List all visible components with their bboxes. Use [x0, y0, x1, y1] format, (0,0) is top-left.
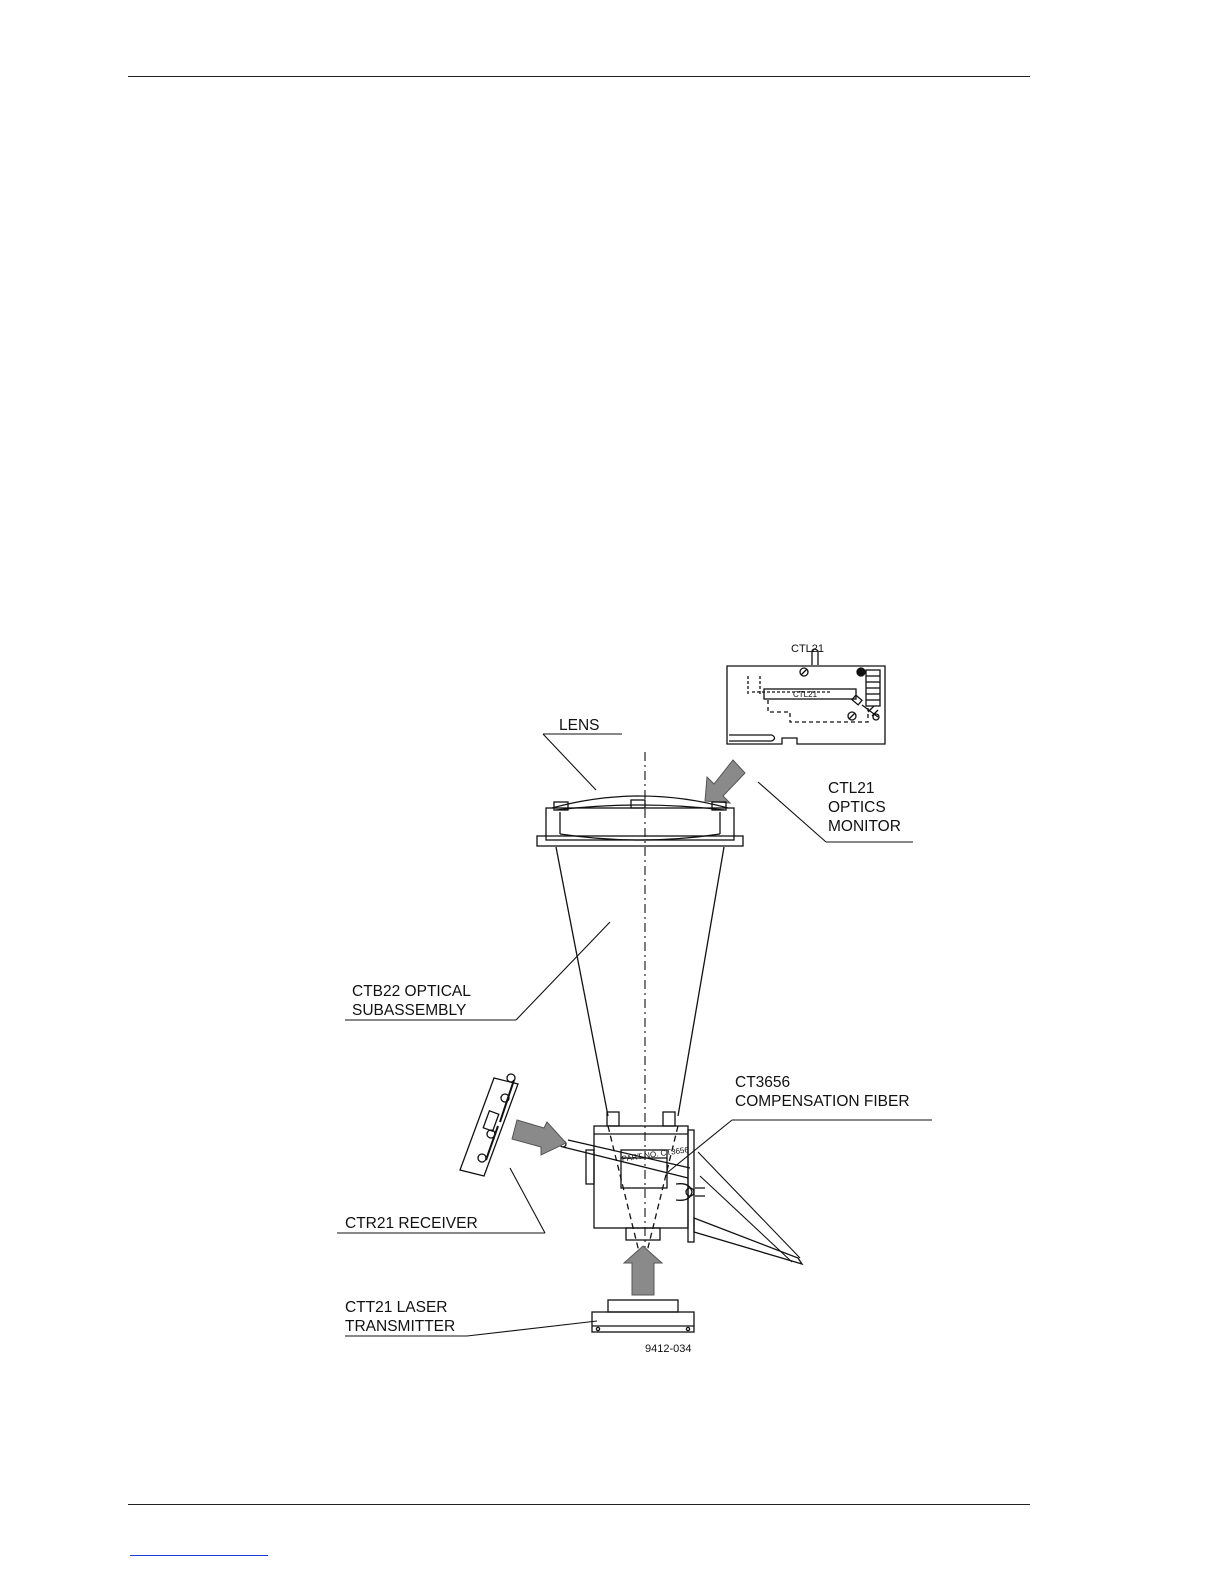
optical-subassembly-label-line-2: SUBASSEMBLY [352, 1002, 466, 1019]
receiver-label: CTR21 RECEIVER [345, 1215, 478, 1232]
ctt21-transmitter [592, 1300, 694, 1332]
transmitter-label-line-2: TRANSMITTER [345, 1318, 455, 1335]
transmitter-label-line-1: CTT21 LASER [345, 1299, 448, 1316]
optics-monitor-label-line-2: OPTICS [828, 799, 886, 816]
compensation-fiber-label-line-2: COMPENSATION FIBER [735, 1093, 910, 1110]
insert-arrow-ctt21 [624, 1246, 662, 1295]
ctl21-board: CTL21 [727, 649, 885, 744]
lens-assembly [537, 796, 743, 846]
optics-monitor-label-line-1: CTL21 [828, 780, 875, 797]
optical-subassembly-label-line-1: CTB22 OPTICAL [352, 983, 471, 1000]
footer-rule [128, 1504, 1030, 1505]
optics-monitor-label-line-3: MONITOR [828, 818, 901, 835]
ctb22-cone [556, 847, 724, 1126]
insert-arrow-ctr21 [512, 1120, 566, 1155]
lens-label: LENS [559, 717, 600, 734]
compensation-fiber-label-line-1: CT3656 [735, 1074, 790, 1091]
ctr21-receiver-board [460, 1074, 518, 1176]
figure-id-label: 9412-034 [645, 1343, 692, 1355]
ctl21-board-label: CTL21 [793, 690, 818, 699]
footer-link-underline[interactable] [130, 1555, 268, 1556]
ctl21-top-label: CTL21 [791, 643, 824, 655]
lower-housing: PART NO. CT3656 [560, 1126, 802, 1268]
insert-arrow-ctl21 [705, 760, 745, 803]
